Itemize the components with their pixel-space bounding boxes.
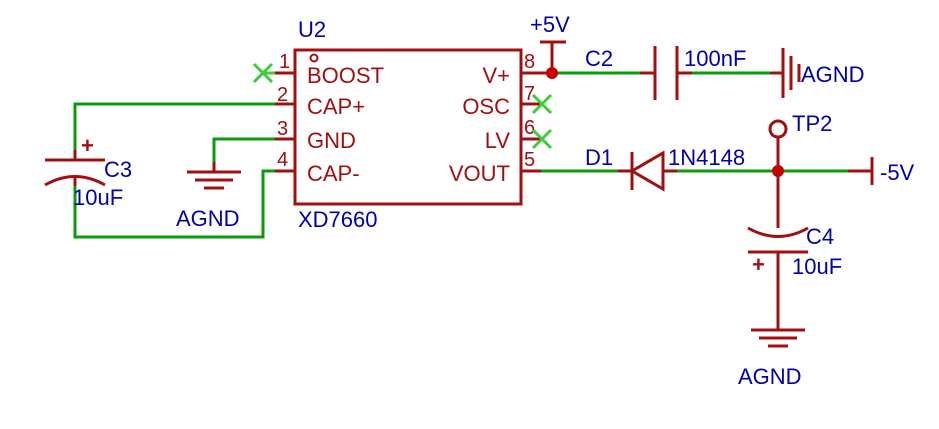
no-connect-pin1 [252,62,275,84]
c2-ref-label: C2 [585,46,613,71]
c4-plate-top [747,226,809,238]
vneg-supply[interactable]: -5V [848,157,915,185]
c3-polarity-mark: + [81,133,94,158]
no-connect-markers [252,62,553,150]
u2-body [293,48,523,206]
tp2-testpoint[interactable]: TP2 [768,111,832,171]
no-connect-pin7 [531,93,553,115]
wire-c3-cap-plus [73,102,292,150]
d1-value-label: 1N4148 [668,145,745,170]
d1-anode-triangle [629,150,665,192]
u2-pin-num: 6 [524,117,535,139]
u2-pin-name: V+ [482,63,510,88]
u2-pin-name: LV [485,128,511,153]
agnd-c4[interactable]: AGND [738,328,805,389]
wire-gnd [212,137,292,170]
junction-dot [546,67,558,79]
u2-pin-name: CAP+ [307,94,365,119]
agnd-label: AGND [176,206,240,231]
agnd-u2[interactable]: AGND [176,162,241,231]
u2-ref-label: U2 [298,17,326,42]
no-connect-pin6 [531,128,553,150]
u2-pin-name: VOUT [449,161,510,186]
wire-c3-cap-minus [73,169,292,239]
u2-pin-num: 5 [524,149,535,171]
c4-polarity-mark: + [752,252,765,277]
vneg-label: -5V [880,160,915,185]
u2-pin-name: BOOST [307,63,384,88]
c4-ref-label: C4 [806,224,834,249]
u2-value-label: XD7660 [298,207,378,232]
tp2-circle [768,119,788,139]
u2-pin-name: OSC [462,94,510,119]
u2-pin-num: 1 [279,51,290,73]
c2-capacitor[interactable]: C2 100nF [585,46,746,100]
c3-capacitor[interactable]: + C3 10uF [44,133,132,210]
u2-pin1-marker [309,53,319,63]
c3-value-label: 10uF [73,185,123,210]
u2-pin-name: GND [307,128,356,153]
vplus-label: +5V [530,12,570,37]
c3-ref-label: C3 [104,157,132,182]
agnd-label: AGND [801,62,865,87]
u2-pin-num: 2 [277,84,288,106]
c2-value-label: 100nF [684,46,746,71]
agnd-label: AGND [738,364,802,389]
d1-diode[interactable]: D1 1N4148 [585,145,745,192]
d1-ref-label: D1 [585,145,613,170]
u2-ic[interactable]: 1 2 3 4 8 7 6 5 BOOST CAP+ GND CAP- V+ O… [275,17,552,232]
u2-pin-num: 4 [277,149,288,171]
u2-pin-num: 7 [524,83,535,105]
u2-pin-num: 3 [277,118,288,140]
tp2-label: TP2 [792,111,832,136]
u2-left-leads [275,71,295,173]
vplus-supply[interactable]: +5V [530,12,570,79]
c4-value-label: 10uF [792,254,842,279]
u2-pin-num: 8 [524,51,535,73]
u2-pin-name: CAP- [307,161,360,186]
c4-capacitor[interactable]: + C4 10uF [747,171,842,330]
agnd-c2[interactable]: AGND [770,48,865,98]
